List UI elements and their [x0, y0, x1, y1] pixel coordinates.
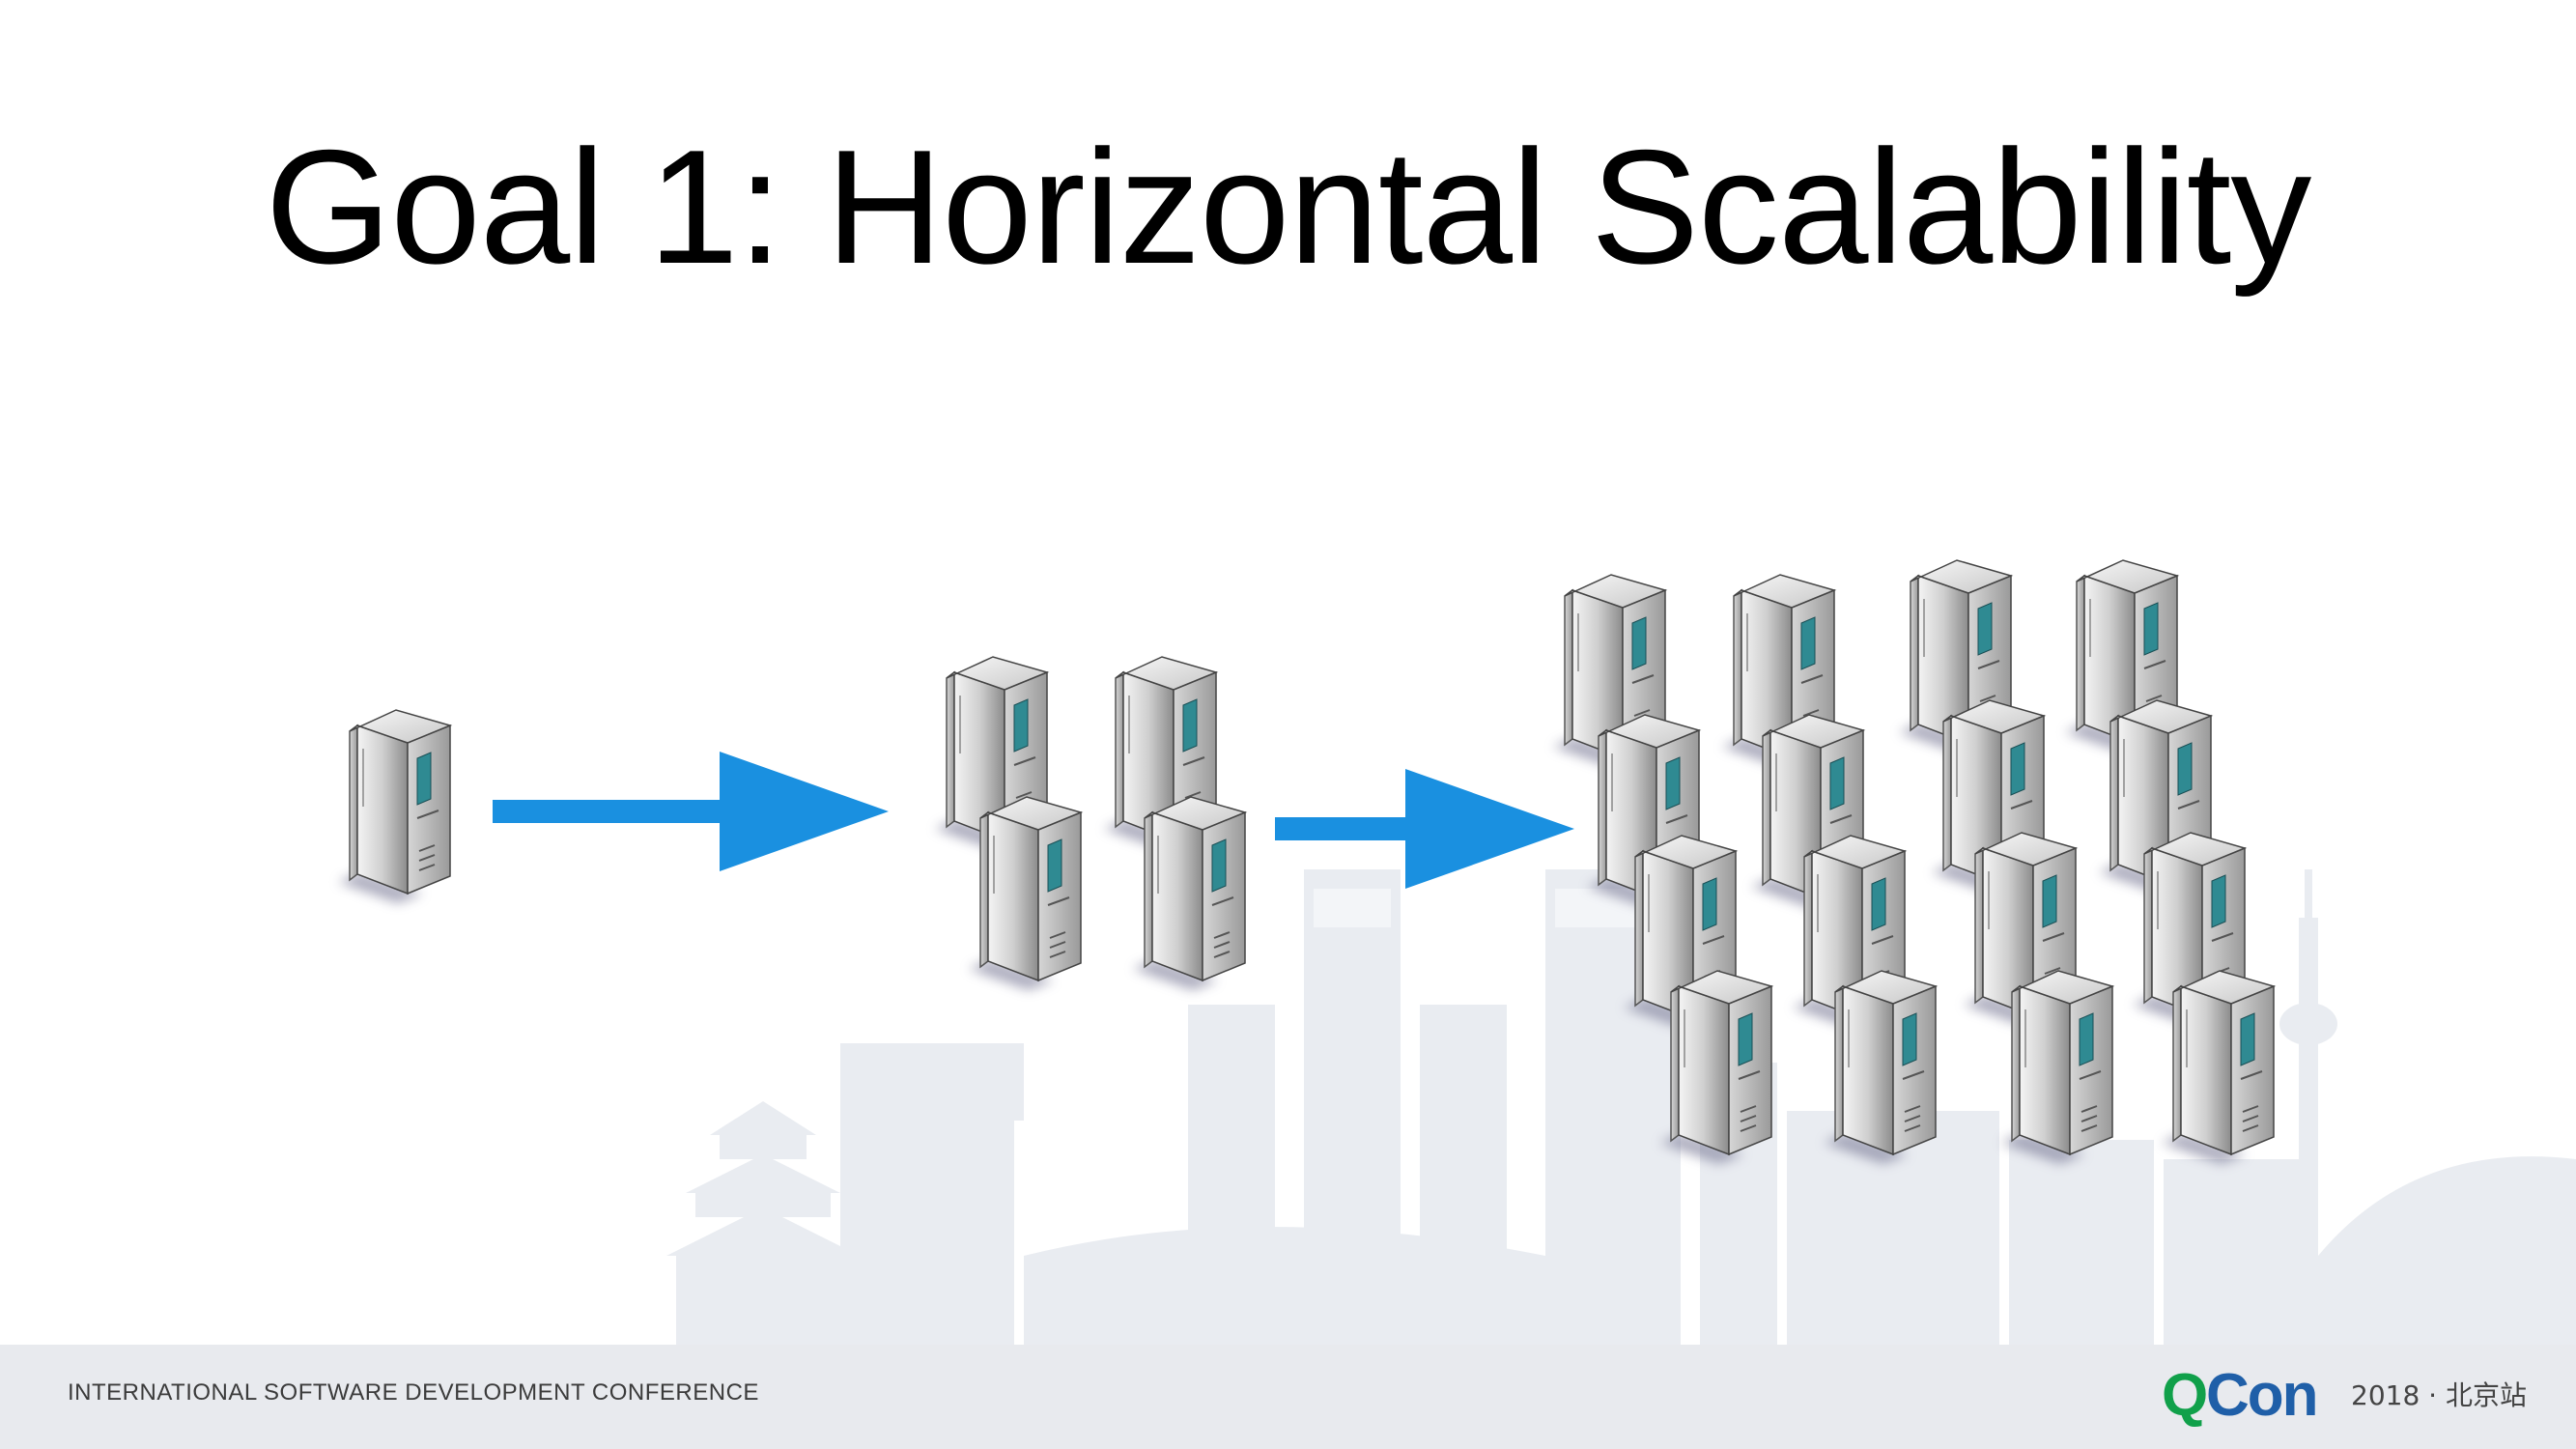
logo-tagline: 2018 · 北京站 [2351, 1379, 2527, 1411]
arrow-4-to-16 [1275, 769, 1574, 889]
server-stage3-13 [1659, 971, 1771, 1164]
arrow-1-to-4 [493, 752, 889, 871]
server-stage2-4 [1133, 797, 1245, 990]
server-stage1-1 [338, 710, 450, 903]
server-stage2-3 [969, 797, 1081, 990]
logo-q: Q [2162, 1362, 2209, 1429]
server-stage3-16 [2162, 971, 2274, 1164]
server-stage3-15 [2000, 971, 2112, 1164]
logo-con: Con [2206, 1362, 2319, 1429]
slide-title: Goal 1: Horizontal Scalability [265, 116, 2312, 298]
server-stage3-14 [1824, 971, 1936, 1164]
conference-name: INTERNATIONAL SOFTWARE DEVELOPMENT CONFE… [68, 1379, 759, 1406]
footer: INTERNATIONAL SOFTWARE DEVELOPMENT CONFE… [0, 1345, 2576, 1449]
